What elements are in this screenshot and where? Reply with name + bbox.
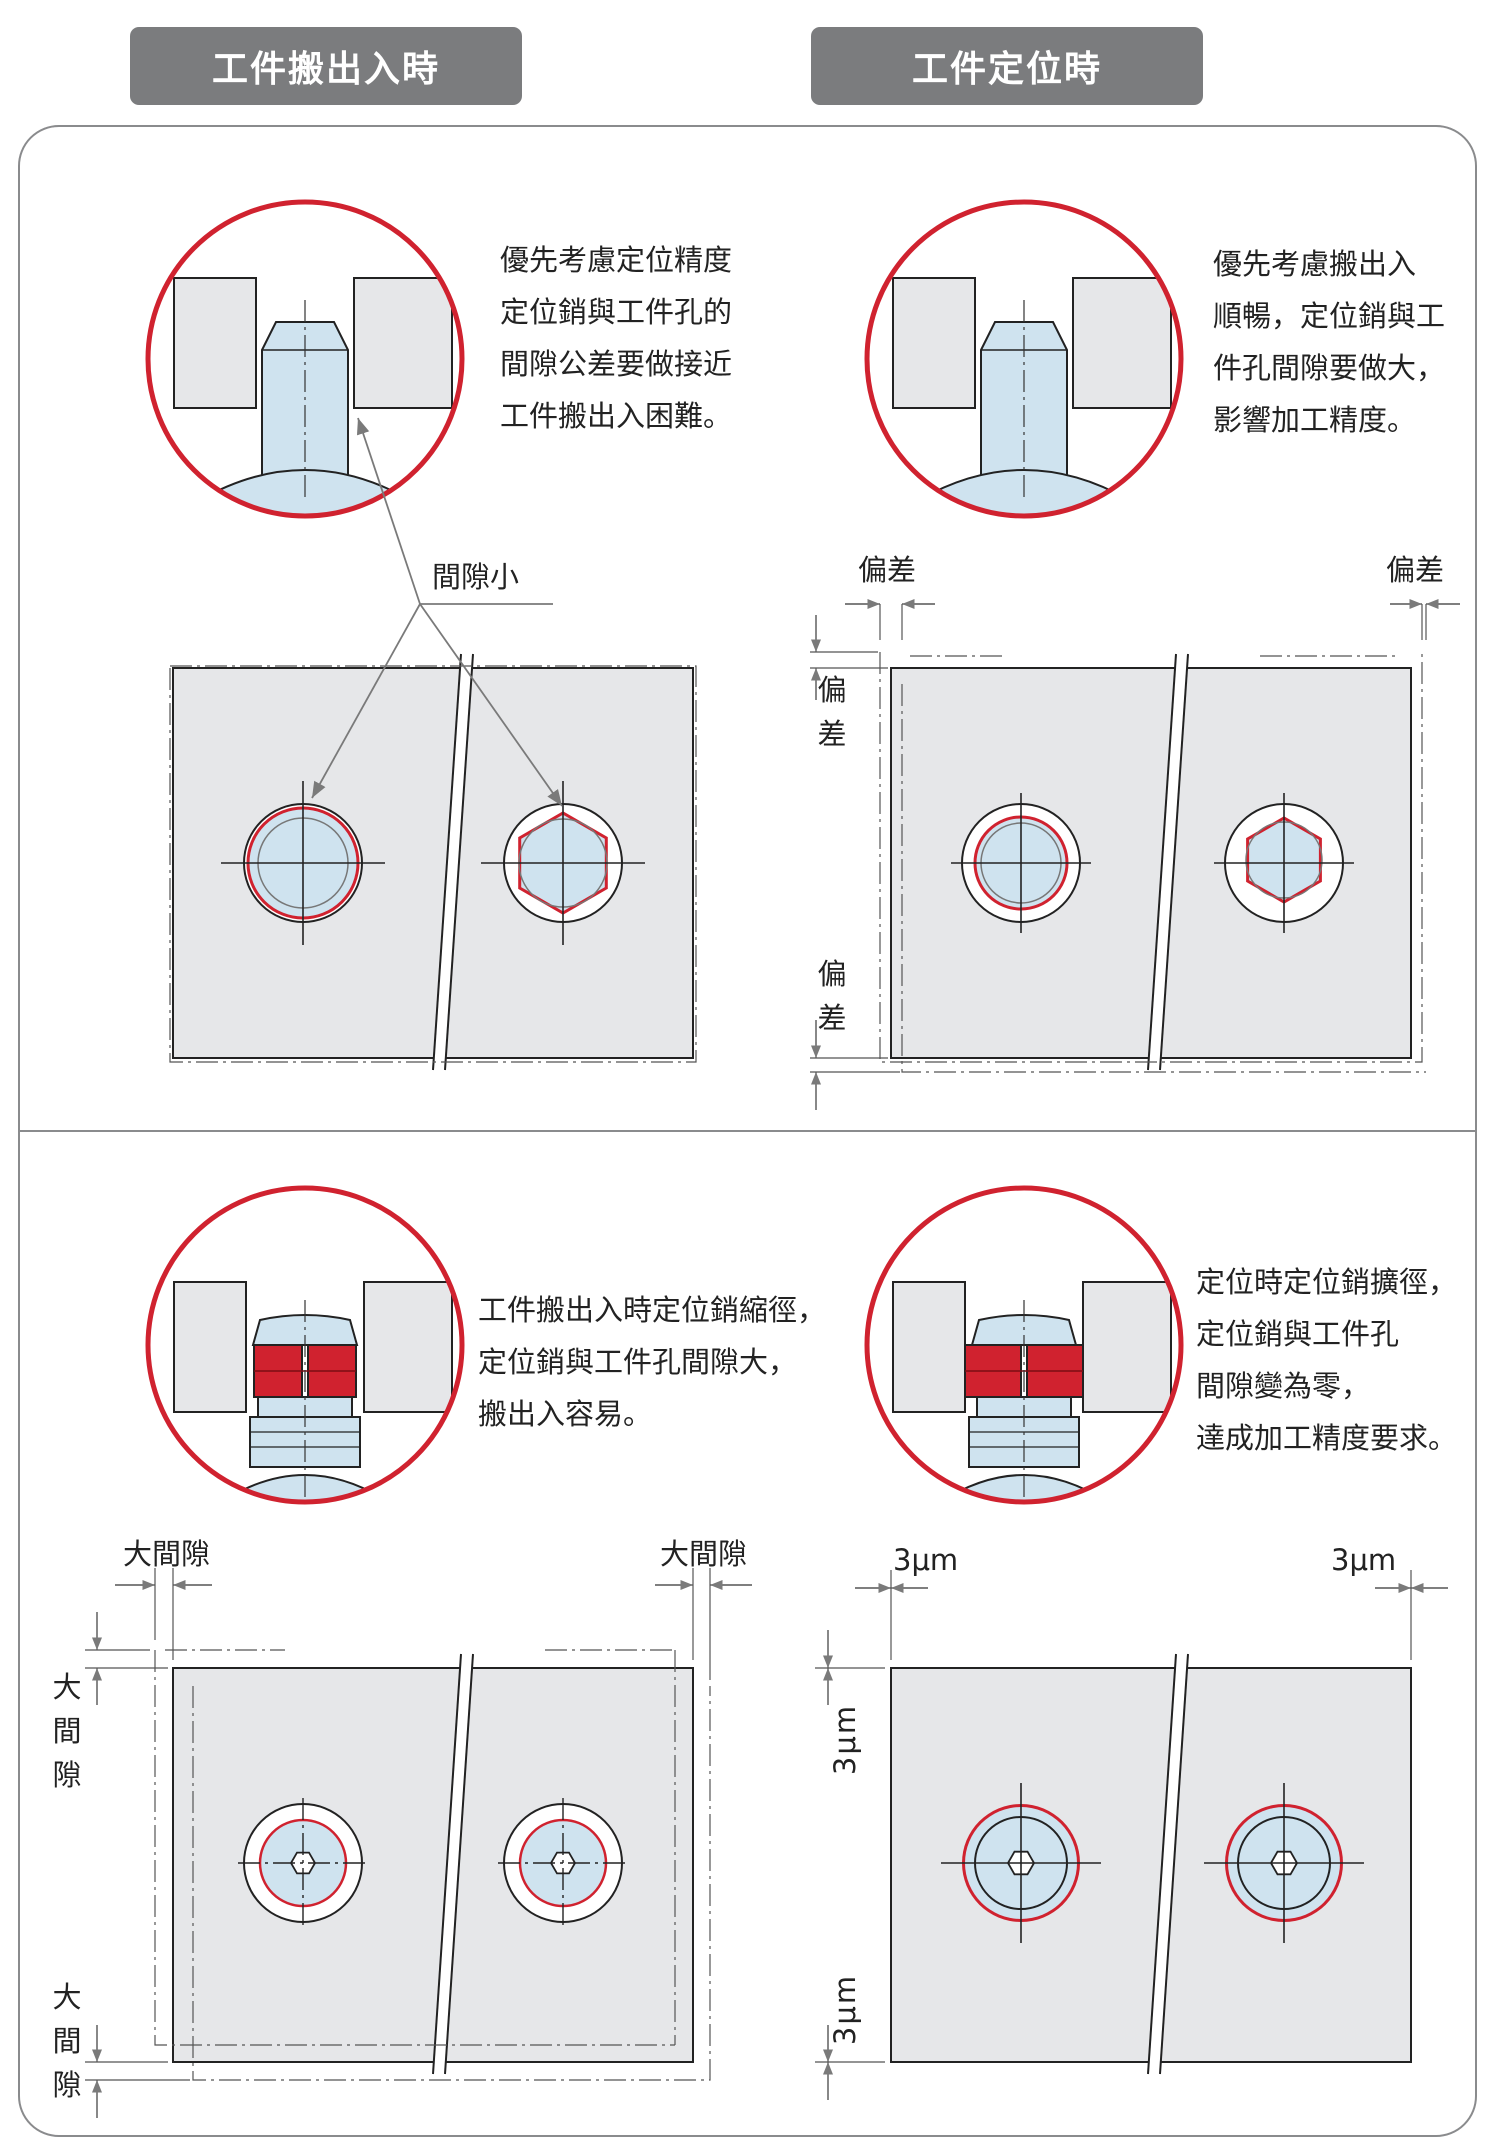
- deviation-outline-b: [901, 684, 1426, 1073]
- label-char: 隙: [52, 2068, 82, 2102]
- plate-top-right: [879, 652, 1426, 1073]
- note-line: 優先考慮定位精度: [500, 243, 733, 277]
- note-line: 定位銷與工件孔的: [500, 295, 733, 329]
- label-deviation-vertical-top: 偏 差: [815, 668, 849, 756]
- plate-break-line: [432, 1653, 462, 2075]
- label-char: 大: [52, 1670, 82, 1704]
- label-large-gap-vertical-bottom: 大 間 隙: [50, 1975, 84, 2107]
- note-bottom-right: 定位時定位銷擴徑， 定位銷與工件孔 間隙變為零， 達成加工精度要求。: [1196, 1256, 1457, 1464]
- label-char: 大: [52, 1980, 82, 2014]
- plate-break-line: [432, 653, 462, 1071]
- plate-break-line: [1159, 1653, 1189, 2075]
- workpiece-wall-left: [892, 1281, 966, 1413]
- zoom-content: [867, 202, 1181, 516]
- micron-dimensions: [815, 1570, 1448, 2100]
- label-micron-vertical-top: 3μm: [828, 1703, 863, 1776]
- label-char: 差: [817, 717, 847, 751]
- zoom-circle-border: [145, 1185, 465, 1505]
- workpiece-wall-left: [892, 277, 976, 409]
- plate-break-line: [1147, 653, 1177, 1071]
- large-gap-outline-a: [154, 1650, 675, 2046]
- zoom-circle-top: [145, 199, 465, 519]
- note-line: 順暢，定位銷與工: [1213, 299, 1446, 333]
- note-line: 工件搬出入困難。: [500, 399, 733, 433]
- label-char: 間: [52, 2024, 82, 2058]
- plate-break-gap: [433, 1654, 473, 2074]
- label-deviation-left: 偏差: [858, 553, 917, 587]
- workpiece-wall-right: [363, 1281, 453, 1413]
- leader-small-gap: [311, 417, 563, 807]
- header-workpiece-loading: 工件搬出入時: [130, 27, 522, 105]
- label-char: 偏: [817, 673, 847, 707]
- workpiece-wall-right: [1082, 1281, 1172, 1413]
- zoom-circle-border: [864, 1185, 1184, 1505]
- plate-break-line: [1147, 1653, 1177, 2075]
- plate-break-gap: [433, 654, 473, 1070]
- label-deviation-right: 偏差: [1386, 553, 1445, 587]
- note-line: 件孔間隙要做大，: [1213, 351, 1446, 385]
- label-micron-right: 3μm: [1331, 1543, 1397, 1577]
- plate-break-line: [444, 1653, 474, 2075]
- label-small-gap: 間隙小: [432, 560, 520, 594]
- label-char: 隙: [52, 1758, 82, 1792]
- zoom-circle-bottom: [864, 1185, 1184, 1505]
- deviation-outline-a: [879, 652, 1423, 1063]
- plate-break-gap: [1148, 1654, 1188, 2074]
- note-line: 定位銷與工件孔: [1196, 1317, 1400, 1351]
- plate-bottom-right: [890, 1653, 1412, 2075]
- workpiece-wall-right: [353, 277, 453, 409]
- leader-arrow-round: [311, 603, 421, 799]
- label-char: 偏: [817, 957, 847, 991]
- label-deviation-vertical-bottom: 偏 差: [815, 952, 849, 1040]
- large-gap-dimensions: [85, 1568, 752, 2118]
- label-char: 差: [817, 1001, 847, 1035]
- plate-dashed-outline: [169, 665, 697, 1063]
- note-top-left: 優先考慮定位精度 定位銷與工件孔的 間隙公差要做接近 工件搬出入困難。: [500, 234, 732, 442]
- deviation-dimensions: [810, 598, 1460, 1110]
- note-line: 間隙公差要做接近: [500, 347, 733, 381]
- header-workpiece-positioning: 工件定位時: [811, 27, 1203, 105]
- leader-arrow-diamond: [419, 603, 563, 807]
- label-large-gap-right: 大間隙: [660, 1537, 748, 1571]
- note-line: 間隙變為零，: [1196, 1369, 1371, 1403]
- label-large-gap-vertical-top: 大 間 隙: [50, 1665, 84, 1797]
- zoom-content: [867, 1188, 1181, 1502]
- leader-arrow-zoom: [356, 417, 421, 605]
- zoom-circle-top: [864, 199, 1184, 519]
- note-line: 搬出入容易。: [478, 1397, 653, 1431]
- note-line: 工件搬出入時定位銷縮徑，: [478, 1293, 827, 1327]
- workpiece-wall-right: [1072, 277, 1172, 409]
- note-line: 定位銷與工件孔間隙大，: [478, 1345, 798, 1379]
- large-gap-outline-c: [192, 1686, 711, 2081]
- label-micron-left: 3μm: [893, 1543, 959, 1577]
- label-micron-vertical-bottom: 3μm: [828, 1973, 863, 2046]
- label-large-gap-left: 大間隙: [123, 1537, 211, 1571]
- plate-break-line: [1159, 653, 1189, 1071]
- plate-break-line: [444, 653, 474, 1071]
- workpiece-wall-left: [173, 1281, 247, 1413]
- note-line: 達成加工精度要求。: [1196, 1421, 1458, 1455]
- plate-top-left: [169, 653, 697, 1071]
- note-line: 影響加工精度。: [1213, 403, 1417, 437]
- note-line: 優先考慮搬出入: [1213, 247, 1417, 281]
- note-line: 定位時定位銷擴徑，: [1196, 1265, 1458, 1299]
- note-bottom-left: 工件搬出入時定位銷縮徑， 定位銷與工件孔間隙大， 搬出入容易。: [478, 1284, 826, 1440]
- plate-bottom-left: [154, 1649, 711, 2081]
- label-char: 間: [52, 1714, 82, 1748]
- note-top-right: 優先考慮搬出入 順暢，定位銷與工 件孔間隙要做大， 影響加工精度。: [1213, 238, 1445, 446]
- zoom-circle-border: [864, 199, 1184, 519]
- zoom-circle-border: [145, 199, 465, 519]
- workpiece-wall-left: [173, 277, 257, 409]
- plate-break-gap: [1148, 654, 1188, 1070]
